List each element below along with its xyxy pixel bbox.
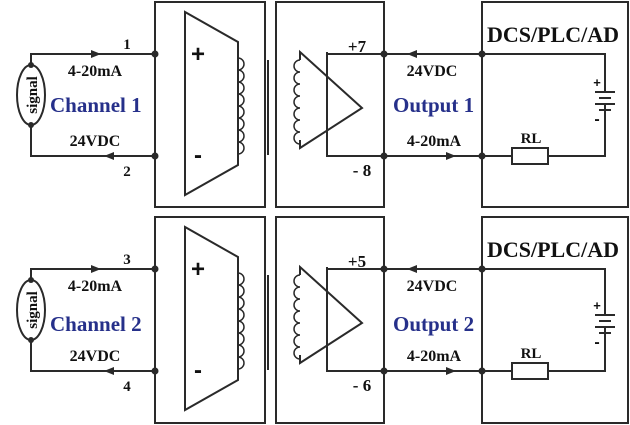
input-voltage-label-2: 24VDC <box>70 348 121 365</box>
primary-coil-2 <box>237 272 245 370</box>
signal-label-1: signal <box>25 76 41 114</box>
channel-label-2: Channel 2 <box>50 312 142 336</box>
output-label-2: Output 2 <box>393 312 474 336</box>
input-minus-sign-1: - <box>194 142 202 169</box>
input-module-box-2 <box>154 216 266 424</box>
load-resistor-1 <box>511 147 549 165</box>
output-voltage-label-2: 24VDC <box>407 278 458 295</box>
input-voltage-label-1: 24VDC <box>70 133 121 150</box>
channel-1-circuit: signal 1 2 4-20mA 24VDC Channel 1 + - +7 <box>16 1 629 208</box>
controller-box-1 <box>481 1 629 208</box>
pin-1: 1 <box>123 37 131 53</box>
input-wire-top-1 <box>30 53 155 65</box>
battery-plus-2: + <box>593 298 601 313</box>
signal-source-1: signal <box>16 62 46 128</box>
signal-label-2: signal <box>25 291 41 329</box>
output-label-1: Output 1 <box>393 93 474 117</box>
load-resistor-2 <box>511 362 549 380</box>
input-minus-sign-2: - <box>194 357 202 384</box>
output-amplifier-2 <box>299 264 364 365</box>
resistor-label-1: RL <box>521 131 542 147</box>
input-current-label-1: 4-20mA <box>68 63 123 80</box>
output-voltage-label-1: 24VDC <box>407 63 458 80</box>
battery-minus-2: - <box>594 334 599 351</box>
pin-6: - 6 <box>353 376 371 395</box>
input-plus-sign-2: + <box>191 256 205 283</box>
power-supply-2: + - <box>593 298 615 351</box>
signal-source-2: signal <box>16 277 46 343</box>
pin-5: +5 <box>348 252 366 271</box>
controller-box-2 <box>481 216 629 424</box>
input-plus-sign-1: + <box>191 41 205 68</box>
power-supply-1: + - <box>593 75 615 128</box>
output-current-label-1: 4-20mA <box>407 133 462 150</box>
input-module-box-1 <box>154 1 266 208</box>
channel-label-1: Channel 1 <box>50 93 142 117</box>
channel-2-circuit: signal 3 4 4-20mA 24VDC Channel 2 + - +5… <box>16 216 629 424</box>
input-current-label-2: 4-20mA <box>68 278 123 295</box>
pin-2: 2 <box>123 164 131 180</box>
output-module-box-1 <box>275 1 385 208</box>
output-amplifier-1 <box>299 49 364 150</box>
pin-4: 4 <box>123 379 131 395</box>
battery-minus-1: - <box>594 111 599 128</box>
pin-8: - 8 <box>353 161 371 180</box>
controller-label-1: DCS/PLC/AD <box>487 22 619 47</box>
controller-label-2: DCS/PLC/AD <box>487 237 619 262</box>
resistor-label-2: RL <box>521 346 542 362</box>
primary-coil-1 <box>237 57 245 155</box>
pin-3: 3 <box>123 252 131 268</box>
input-wire-top-2 <box>30 268 155 280</box>
secondary-coil-1 <box>293 59 301 145</box>
input-amplifier-1 <box>184 10 239 197</box>
input-amplifier-2 <box>184 225 239 412</box>
battery-plus-1: + <box>593 75 601 90</box>
pin-7: +7 <box>348 37 367 56</box>
output-module-box-2 <box>275 216 385 424</box>
secondary-coil-2 <box>293 274 301 360</box>
output-current-label-2: 4-20mA <box>407 348 462 365</box>
